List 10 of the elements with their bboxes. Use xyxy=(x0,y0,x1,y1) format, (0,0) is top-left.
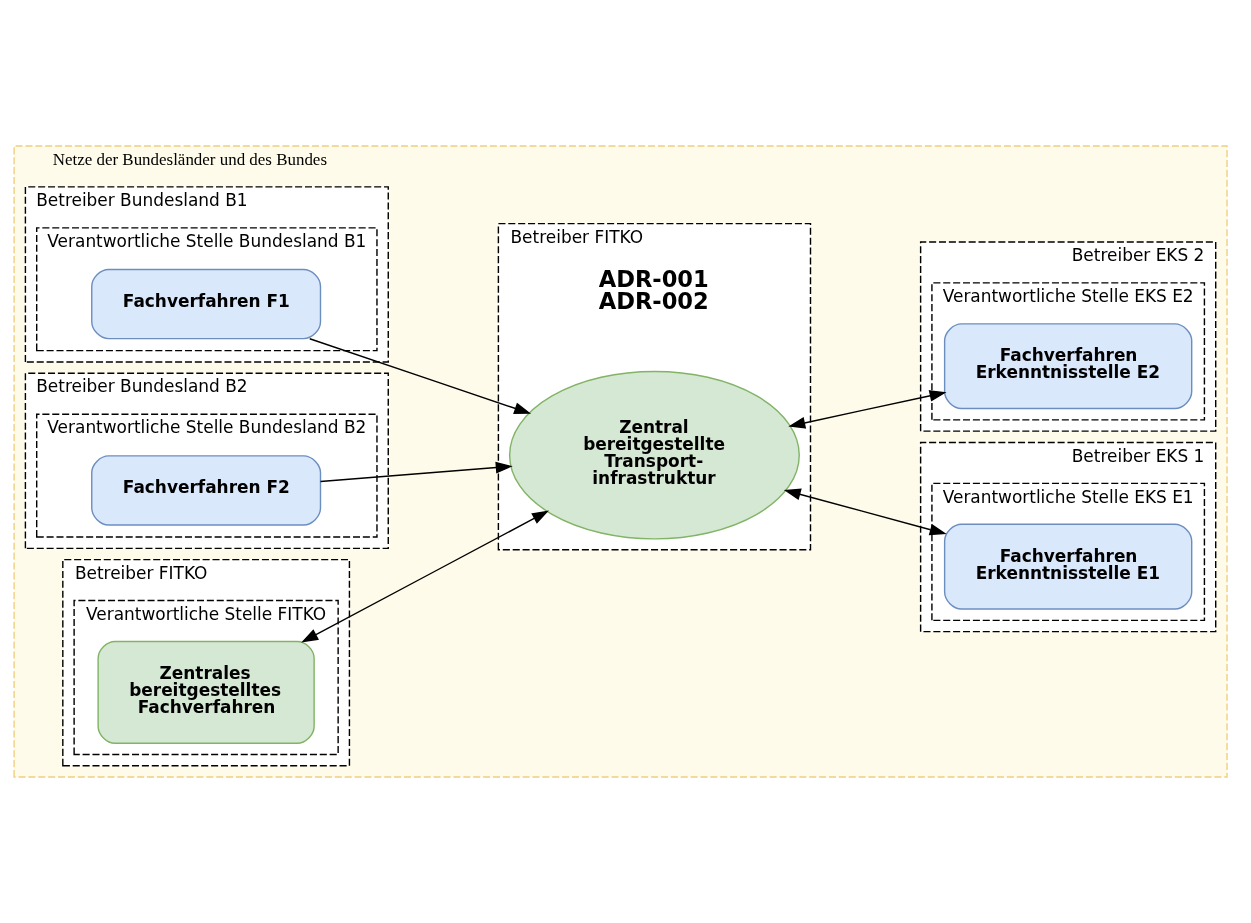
arrow xyxy=(319,461,513,483)
node-box: Fachverfahren Erkenntnisstelle E2 xyxy=(943,323,1193,410)
node-box: Zentrales bereitgestelltes Fachverfahren xyxy=(97,640,315,744)
node-box: Fachverfahren F1 xyxy=(91,268,322,340)
node-box: Fachverfahren F2 xyxy=(91,455,322,526)
arrow xyxy=(783,488,947,536)
node-box: Fachverfahren Erkenntnisstelle E1 xyxy=(943,523,1193,610)
arrow xyxy=(301,510,549,643)
node-label: ADR-001 ADR-002 xyxy=(598,265,709,315)
arrow xyxy=(788,390,947,429)
